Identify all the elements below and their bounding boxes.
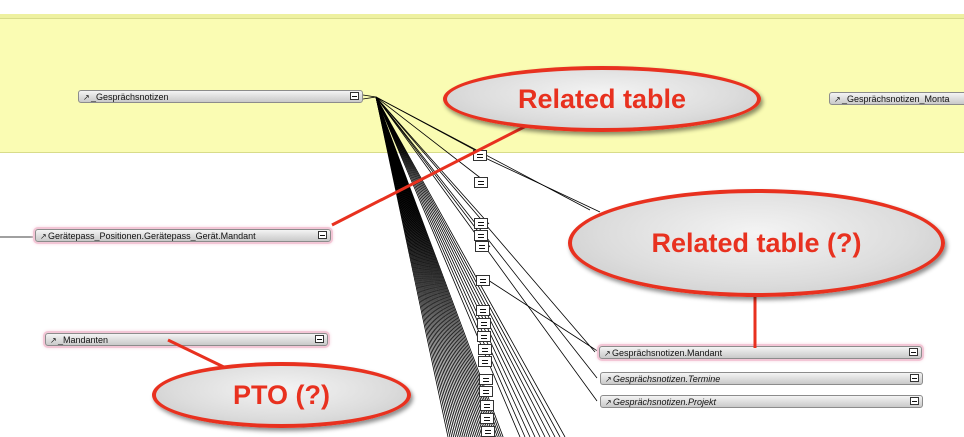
relationship-line: [487, 279, 600, 353]
relation-operator-icon[interactable]: [475, 241, 489, 252]
callout-text: Related table (?): [651, 228, 862, 258]
collapse-icon[interactable]: [350, 92, 359, 100]
table-occurrence-gn-projekt[interactable]: ↗Gesprächsnotizen.Projekt: [600, 395, 923, 408]
relationship-line: [375, 96, 536, 437]
relationship-line: [375, 96, 561, 437]
relation-operator-icon[interactable]: [477, 318, 491, 329]
callout-text: PTO (?): [233, 380, 330, 410]
relationship-line: [375, 96, 521, 437]
table-occurrence-gn-mandant[interactable]: ↗Gesprächsnotizen.Mandant: [599, 346, 922, 359]
relation-operator-icon[interactable]: [478, 356, 492, 367]
relationship-line: [375, 96, 551, 437]
occurrence-arrow-icon: ↗: [605, 398, 612, 407]
relation-operator-icon[interactable]: [476, 305, 490, 316]
occurrence-arrow-icon: ↗: [605, 375, 612, 384]
relation-operator-icon[interactable]: [474, 177, 488, 188]
table-occurrence-gespraechsnotizen-montage[interactable]: ↗_Gesprächsnotizen_Monta: [829, 92, 964, 105]
relationship-line: [375, 96, 566, 437]
collapse-icon[interactable]: [318, 231, 327, 239]
relationship-line: [362, 96, 377, 100]
occurrence-label: _Gesprächsnotizen_Monta: [842, 94, 950, 104]
callout-related-table: Related table: [443, 66, 761, 132]
callout-pto-question: PTO (?): [152, 362, 411, 428]
relationship-line: [375, 96, 531, 437]
occurrence-label: _Gesprächsnotizen: [91, 92, 169, 102]
band-top-strip: [0, 14, 964, 18]
relationship-line: [362, 94, 377, 98]
collapse-icon[interactable]: [910, 374, 919, 382]
table-occurrence-gespraechsnotizen[interactable]: ↗_Gesprächsnotizen: [78, 90, 363, 103]
relation-operator-icon[interactable]: [476, 275, 490, 286]
collapse-icon[interactable]: [909, 348, 918, 356]
relation-operator-icon[interactable]: [474, 218, 488, 229]
relationship-line: [375, 96, 541, 437]
relationship-line: [375, 96, 546, 437]
occurrence-arrow-icon: ↗: [50, 336, 57, 345]
table-occurrence-mandanten[interactable]: ↗_Mandanten: [45, 333, 328, 346]
occurrence-label: _Mandanten: [58, 335, 109, 345]
relationship-line: [375, 96, 488, 184]
relationship-line: [375, 96, 487, 157]
relation-operator-icon[interactable]: [480, 400, 494, 411]
occurrence-arrow-icon: ↗: [604, 349, 611, 358]
table-occurrence-geraetepass-mandant[interactable]: ↗Gerätepass_Positionen.Gerätepass_Gerät.…: [35, 229, 331, 242]
occurrence-arrow-icon: ↗: [83, 93, 90, 102]
pointer-line: [331, 122, 531, 227]
table-occurrence-gn-termine[interactable]: ↗Gesprächsnotizen.Termine: [600, 372, 923, 385]
collapse-icon[interactable]: [315, 335, 324, 343]
occurrence-arrow-icon: ↗: [834, 95, 841, 104]
relation-operator-icon[interactable]: [479, 386, 493, 397]
occurrence-label: Gesprächsnotizen.Mandant: [612, 348, 723, 358]
occurrence-arrow-icon: ↗: [40, 232, 47, 241]
callout-related-table-question: Related table (?): [568, 189, 945, 297]
relationship-line: [375, 96, 526, 437]
relation-operator-icon[interactable]: [474, 230, 488, 241]
occurrence-label: Gesprächsnotizen.Projekt: [613, 397, 717, 407]
relation-operator-icon[interactable]: [478, 344, 492, 355]
relation-operator-icon[interactable]: [477, 331, 491, 342]
occurrence-label: Gerätepass_Positionen.Gerätepass_Gerät.M…: [48, 231, 256, 241]
occurrence-label: Gesprächsnotizen.Termine: [613, 374, 721, 384]
relation-operator-icon[interactable]: [479, 374, 493, 385]
relationship-line: [375, 96, 490, 225]
relation-operator-icon[interactable]: [480, 413, 494, 424]
collapse-icon[interactable]: [910, 397, 919, 405]
callout-text: Related table: [517, 84, 687, 114]
relationship-line: [375, 96, 556, 437]
relationship-line: [480, 155, 601, 213]
